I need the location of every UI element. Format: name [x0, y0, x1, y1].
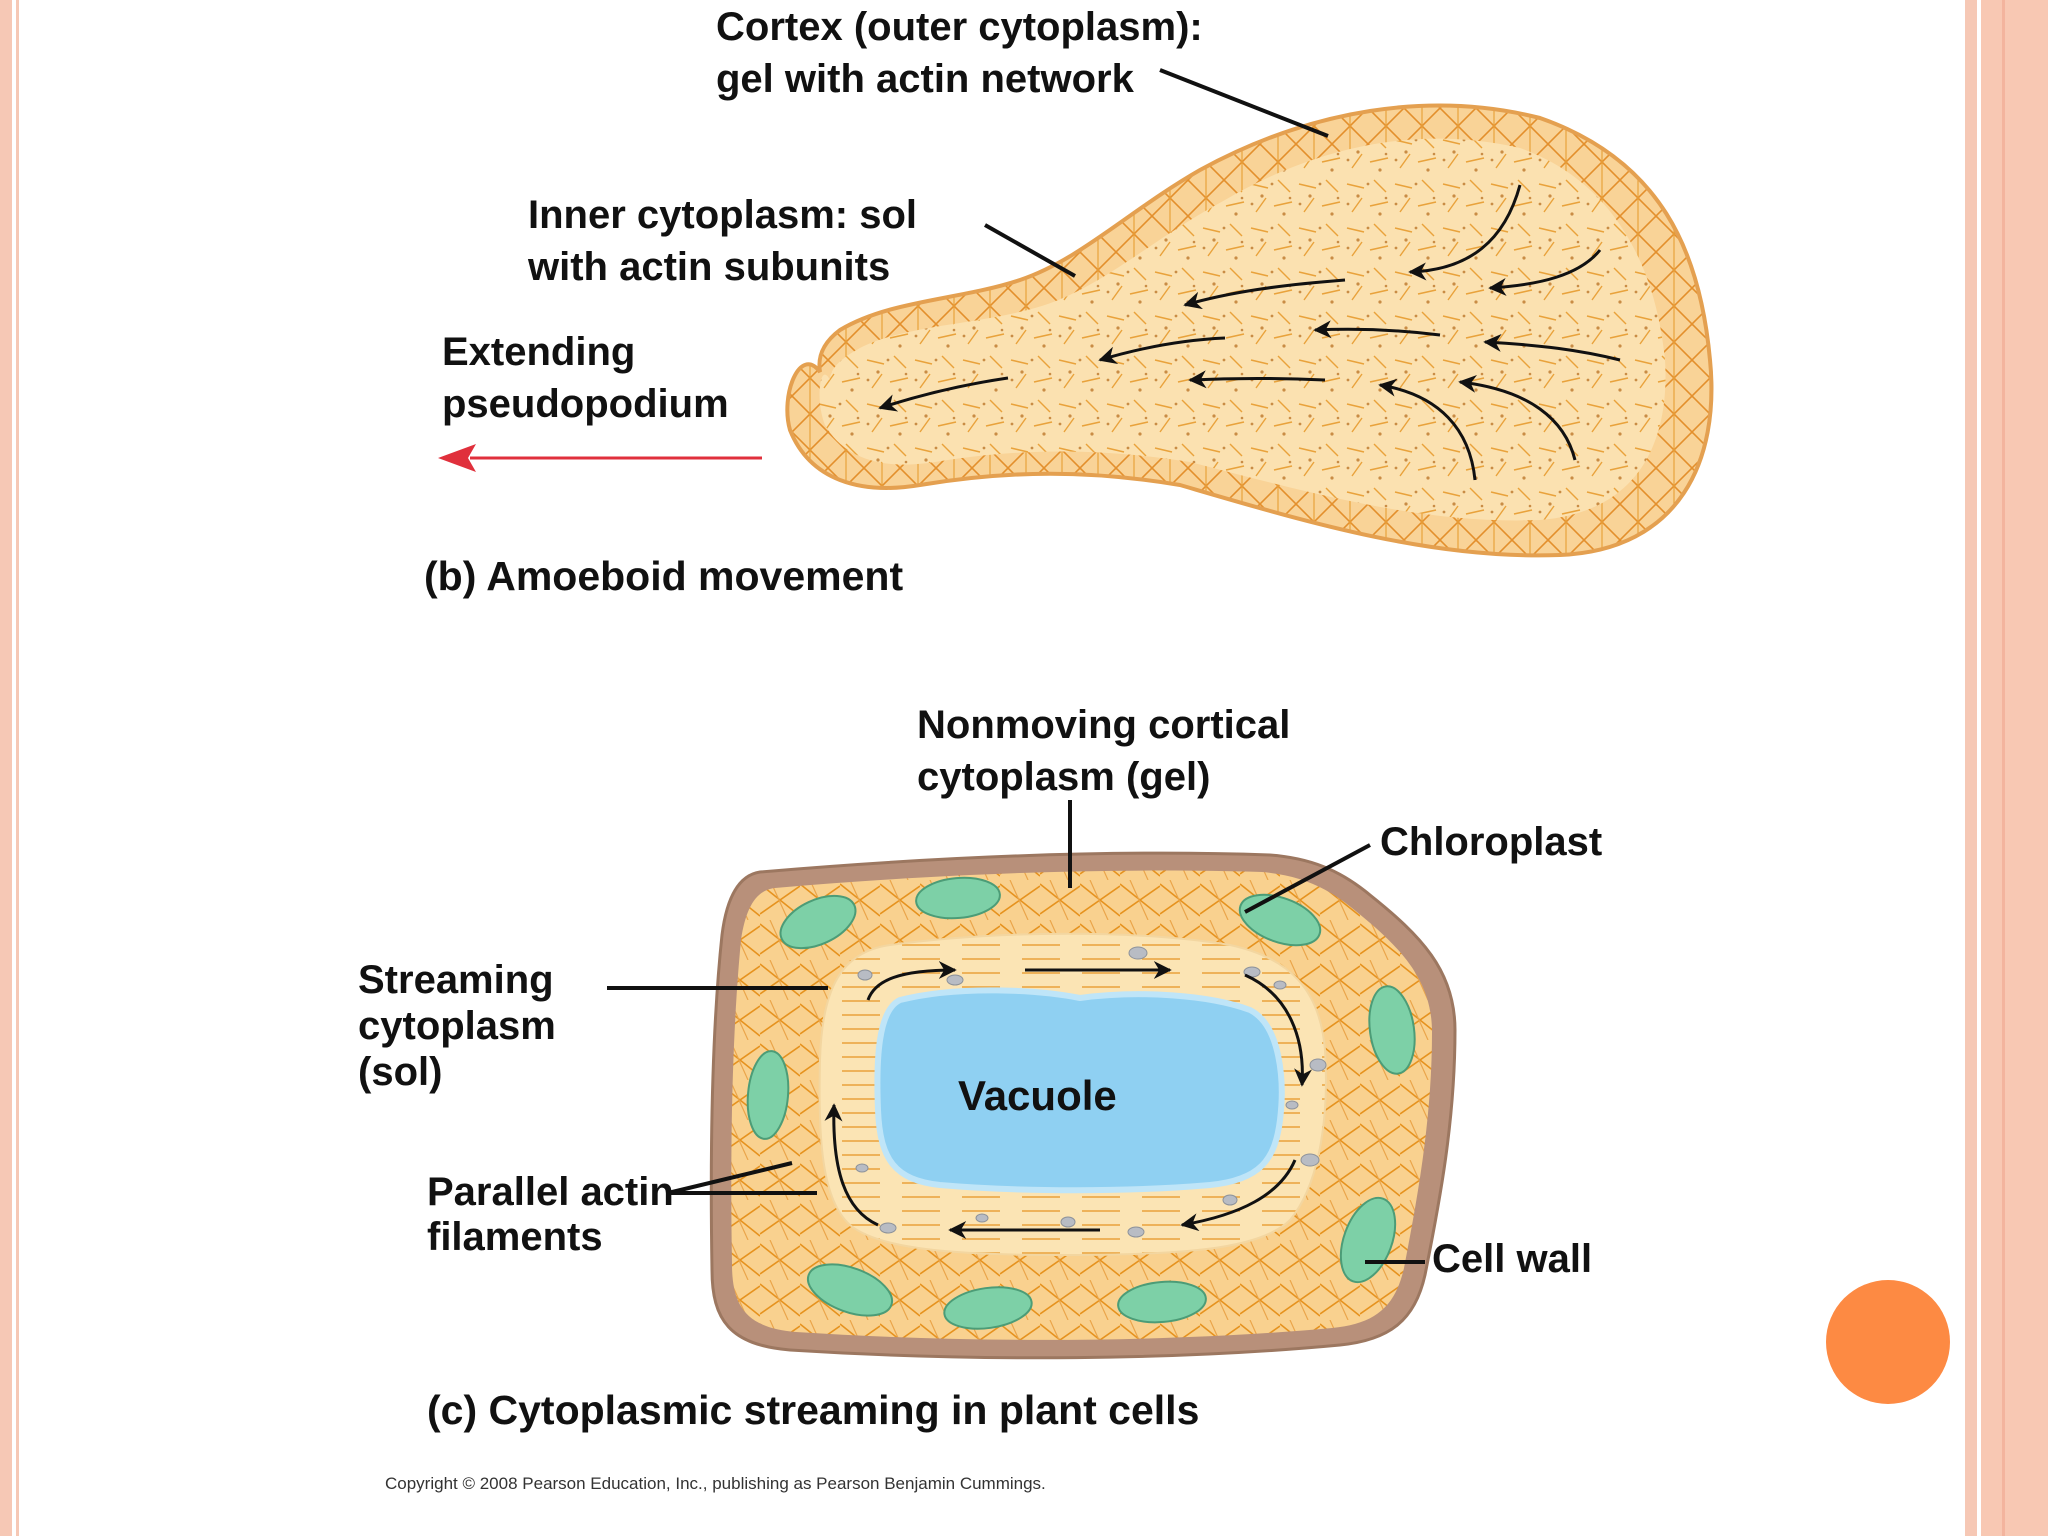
red-left-arrow-icon	[438, 444, 762, 472]
stream-arrow	[1483, 333, 1621, 362]
chloroplast	[1117, 1280, 1207, 1324]
stream-arrow	[878, 376, 1009, 412]
chloroplast-leader-line	[1244, 843, 1371, 914]
stream-arrow	[1313, 320, 1441, 339]
stream-arrow	[1188, 370, 1326, 389]
amoeba-cell	[438, 68, 1714, 558]
inner-cytoplasm-leader-line	[984, 223, 1076, 278]
cellwall-label: Cell wall	[1432, 1237, 1592, 1281]
orange-dot-decoration	[1826, 1280, 1950, 1404]
amoeba-streaming-arrows	[878, 184, 1621, 481]
chloroplast	[943, 1286, 1033, 1330]
stream-arrow	[1098, 336, 1226, 364]
page-border-right-band	[1981, 0, 2048, 1536]
plant-cell	[607, 800, 1457, 1360]
pseudopodium-label: Extending pseudopodium	[442, 330, 729, 426]
chloroplast	[806, 1263, 894, 1317]
stream-arrow	[866, 961, 957, 1001]
chloroplast	[746, 1050, 790, 1140]
copyright-text: Copyright © 2008 Pearson Education, Inc.…	[385, 1474, 1046, 1493]
chloroplast	[915, 876, 1001, 920]
streaming-label: Streaming cytoplasm (sol)	[358, 958, 567, 1094]
stream-arrow	[1458, 374, 1577, 461]
parallel-leader-line-1	[667, 1161, 793, 1195]
chloroplast	[1238, 893, 1322, 947]
plant-caption: (c) Cytoplasmic streaming in plant cells	[427, 1387, 1199, 1433]
cortex-leader-line	[1159, 68, 1329, 138]
inner-cytoplasm-label: Inner cytoplasm: sol with actin subunits	[527, 193, 928, 289]
stream-arrow	[1244, 973, 1313, 1087]
stream-arrow	[1488, 249, 1602, 297]
page-border-left	[0, 0, 12, 1536]
stream-arrow	[1408, 184, 1522, 281]
vacuole	[874, 987, 1285, 1194]
nonmoving-label: Nonmoving cortical cytoplasm (gel)	[917, 703, 1302, 799]
chloroplast	[1368, 985, 1416, 1075]
chloroplast-label: Chloroplast	[1380, 820, 1602, 864]
page-border-right-line	[2002, 0, 2005, 1536]
stream-arrow	[1378, 378, 1477, 481]
amoeba-caption: (b) Amoeboid movement	[424, 553, 903, 599]
chloroplasts	[746, 876, 1416, 1330]
page-border-left-line	[16, 0, 19, 1536]
page-border-right	[1965, 0, 1977, 1536]
vacuole-label: Vacuole	[958, 1072, 1117, 1119]
stream-arrow	[1183, 278, 1346, 310]
stream-arrow	[1180, 1159, 1297, 1232]
chloroplast	[779, 894, 857, 950]
parallel-filaments-label: Parallel actin filaments	[427, 1170, 685, 1259]
cortex-label: Cortex (outer cytoplasm): gel with actin…	[716, 5, 1214, 101]
stream-arrow	[824, 1103, 879, 1227]
plant-streaming-arrows	[824, 961, 1313, 1239]
